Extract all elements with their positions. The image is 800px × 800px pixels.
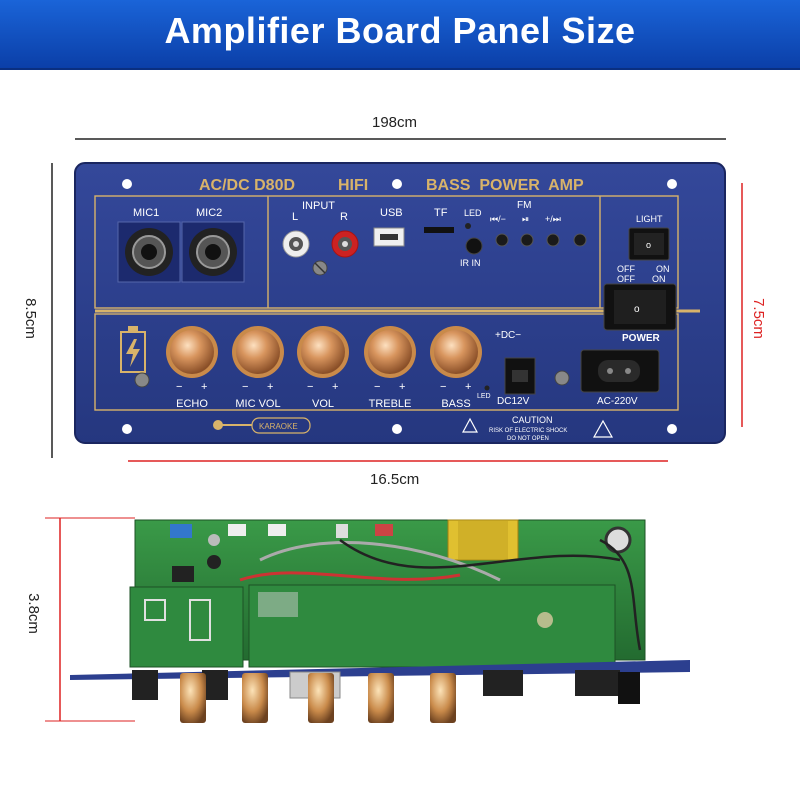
karaoke-mic-icon [213,420,223,430]
play-label: ⏯ [522,214,529,224]
sub-board-main [248,584,616,668]
pcb-side-view [70,519,690,723]
knob-label-vol: VOL [312,398,334,410]
knob-label-bass: BASS [441,398,470,410]
svg-text:o: o [646,240,651,250]
warning-icon [461,417,479,433]
input-r-label: R [340,211,348,223]
led-top-label: LED [464,208,482,218]
led-bottom-label: LED [477,393,491,400]
title-banner: Amplifier Board Panel Size [0,0,800,70]
minus-marker: − [374,381,380,393]
knob-label-treble: TREBLE [369,398,412,410]
caution-label: CAUTION [512,415,553,425]
warning-icon [592,419,614,438]
caution-line2: DO NOT OPEN [507,436,549,442]
dc-polarity-label: +DC− [495,330,521,341]
caution-line1: RISK OF ELECTRIC SHOCK [489,428,567,434]
mic2-label: MIC2 [196,207,222,219]
screw [554,370,570,386]
ir-in-label: IR IN [460,258,481,268]
plus-marker: + [399,381,405,393]
knob-shaft-vol [308,673,334,723]
light-label: LIGHT [636,214,663,224]
switch-side [618,672,640,704]
mic-jack-side [202,670,228,700]
knob-shaft-echo [180,673,206,723]
light-on-label: ON [656,264,670,274]
mounting-holes [122,179,677,434]
knob-shaft-treble [368,673,394,723]
ac220-label: AC-220V [597,396,638,407]
ir-receiver [465,237,483,255]
dc12-label: DC12V [497,396,530,407]
power-on-label: ON [652,274,666,284]
bass-knob [430,326,482,378]
power-off-label: OFF [617,274,635,284]
rca-left-jack [282,230,310,258]
prev-label: ⏮/− [490,214,506,224]
mic-vol-knob [232,326,284,378]
knob-shaft-mic-vol [242,673,268,723]
knob-label-echo: ECHO [176,398,208,410]
battery-icon [120,326,146,373]
karaoke-label: KARAOKE [259,422,298,431]
plus-marker: + [267,381,273,393]
minus-marker: − [242,381,248,393]
next-label: +/⏭ [545,214,561,224]
svg-text:o: o [634,304,640,315]
input-label: INPUT [302,200,335,212]
page-title: Amplifier Board Panel Size [164,10,636,51]
prev-button [495,233,509,247]
minus-marker: − [440,381,446,393]
model-label: AC/DC D80D [199,177,295,194]
ic-chip [172,566,194,582]
bass-power-label: BASS POWER AMP [426,177,584,194]
screw [134,372,150,388]
usb-label: USB [380,207,403,219]
minus-marker: − [176,381,182,393]
light-off-label: OFF [617,264,635,274]
fm-label: FM [517,200,531,211]
panel-gold-outlines [94,195,679,411]
knob-label-mic-vol: MIC VOL [235,398,280,410]
treble-knob [364,326,416,378]
bottom-width-label: 16.5cm [370,471,420,488]
echo-knob [166,326,218,378]
power-label: POWER [622,333,661,344]
fm-button [573,233,587,247]
led-indicator [465,223,471,229]
tf-slot [424,227,454,233]
led-indicator [484,385,490,391]
blue-connector [170,524,192,538]
plus-marker: + [201,381,207,393]
next-button [546,233,560,247]
input-l-label: L [292,211,298,223]
mic2-jack [181,221,245,283]
capacitor [604,526,632,554]
plus-marker: + [465,381,471,393]
mic1-label: MIC1 [133,207,159,219]
mic-jack-side [132,670,158,700]
mic1-jack [117,221,181,283]
hifi-label: HIFI [338,177,368,194]
knob-shaft-bass [430,673,456,723]
tf-label: TF [434,207,448,219]
play-button [520,233,534,247]
top-width-label: 198cm [372,114,418,131]
vol-knob [297,326,349,378]
plus-marker: + [332,381,338,393]
minus-marker: − [307,381,313,393]
rca-right-jack [331,230,359,258]
